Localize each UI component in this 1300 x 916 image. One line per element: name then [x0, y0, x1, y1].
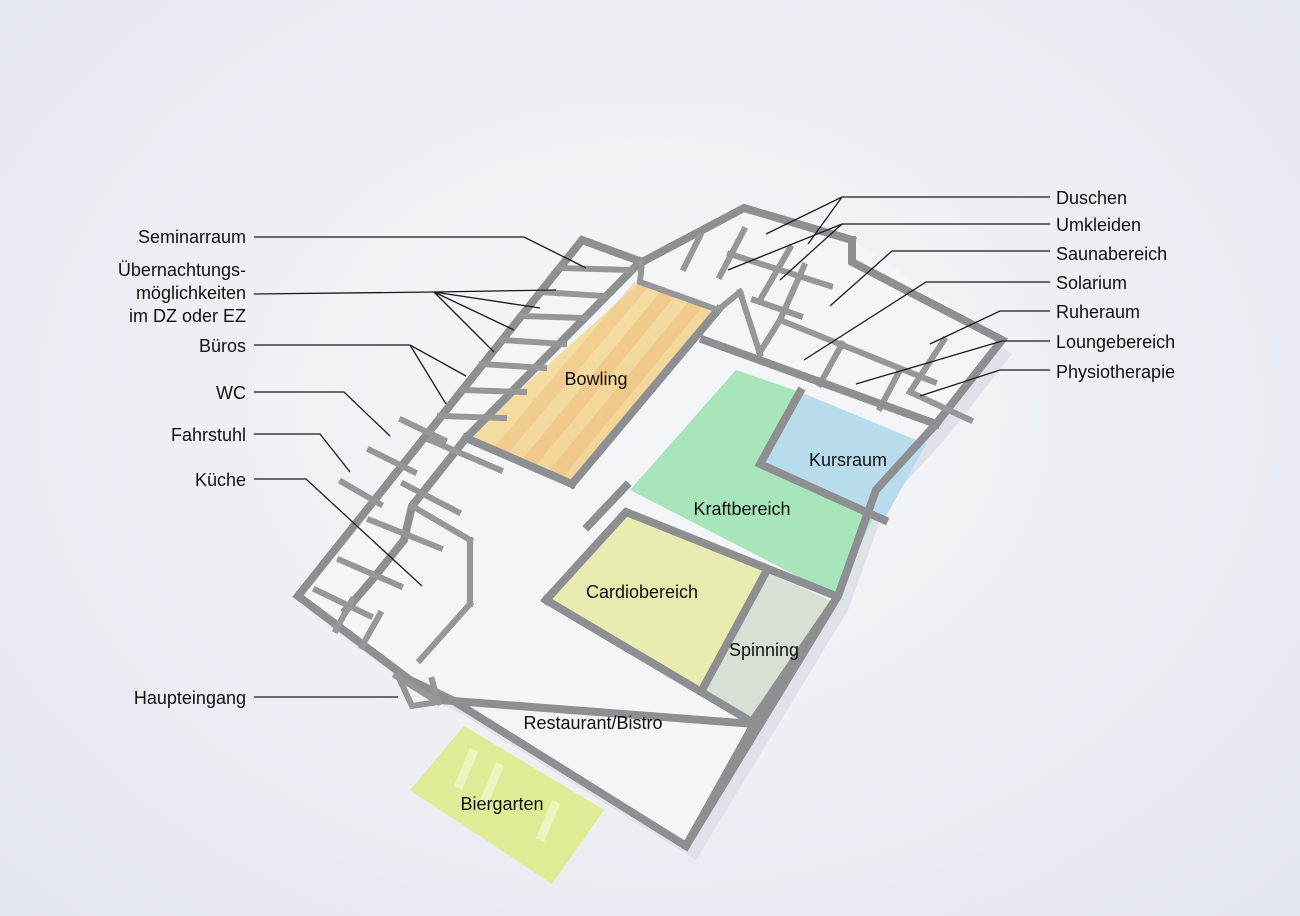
- walls: [292, 203, 1009, 852]
- label-saunabereich: Saunabereich: [1056, 244, 1167, 264]
- label-kueche: Küche: [195, 470, 246, 490]
- room-label-biergarten: Biergarten: [460, 794, 543, 814]
- label-physiotherapie: Physiotherapie: [1056, 362, 1175, 382]
- biergarten-stripe-3: [536, 800, 560, 842]
- label-duschen: Duschen: [1056, 188, 1127, 208]
- cardiobereich-floor: [548, 512, 766, 690]
- label-wc: WC: [216, 383, 246, 403]
- biergarten-floor: [410, 726, 604, 884]
- biergarten-stripe-2: [480, 762, 504, 804]
- label-bueros: Büros: [199, 336, 246, 356]
- room-label-cardiobereich: Cardiobereich: [586, 582, 698, 602]
- leader-lines-right: [727, 196, 1050, 397]
- kursraum-floor: [760, 392, 926, 520]
- label-solarium: Solarium: [1056, 273, 1127, 293]
- leader-lines-left: [253, 236, 587, 698]
- label-seminarraum: Seminarraum: [138, 227, 246, 247]
- kraftbereich-floor: [630, 370, 874, 596]
- spinning-floor: [702, 572, 834, 722]
- room-labels: Bowling Kursraum Kraftbereich Cardiobere…: [460, 369, 887, 814]
- label-haupteingang: Haupteingang: [134, 688, 246, 708]
- bowling-lane-3: [492, 282, 648, 456]
- bowling-lane-2: [548, 300, 704, 478]
- biergarten-stripe-1: [454, 748, 478, 790]
- label-fahrstuhl: Fahrstuhl: [171, 425, 246, 445]
- room-label-restaurant: Restaurant/Bistro: [523, 713, 662, 733]
- label-uebernachtung-line-3: im DZ oder EZ: [129, 306, 246, 326]
- label-loungebereich: Loungebereich: [1056, 332, 1175, 352]
- room-label-kraftbereich: Kraftbereich: [693, 499, 790, 519]
- room-label-spinning: Spinning: [729, 640, 799, 660]
- label-uebernachtung-line-1: Übernachtungs-: [118, 260, 246, 280]
- label-uebernachtung-line-2: möglichkeiten: [136, 283, 246, 303]
- room-label-bowling: Bowling: [564, 369, 627, 389]
- label-ruheraum: Ruheraum: [1056, 302, 1140, 322]
- bowling-lane-1: [520, 290, 676, 468]
- label-umkleiden: Umkleiden: [1056, 215, 1141, 235]
- labels-left: Seminarraum Übernachtungs- möglichkeiten…: [118, 227, 246, 708]
- labels-right: Duschen Umkleiden Saunabereich Solarium …: [1056, 188, 1175, 382]
- room-label-kursraum: Kursraum: [809, 450, 887, 470]
- room-floors: [410, 282, 926, 884]
